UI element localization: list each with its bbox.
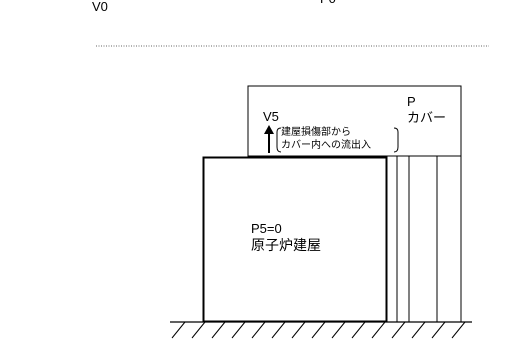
flow-bracket-right [393, 127, 399, 153]
cover-name-label: カバー [407, 110, 447, 125]
flow-text-line1: 建屋損傷部から [281, 127, 351, 138]
ground-hatching [171, 321, 466, 339]
v5-label: V5 [263, 109, 279, 124]
flow-bracket-left [276, 127, 282, 153]
building-name-label: 原子炉建屋 [251, 237, 321, 253]
cover-side-lines [396, 156, 438, 322]
building-pressure-label: P5=0 [251, 221, 282, 236]
v0-label: V0 [92, 0, 108, 14]
p0-label: P0 [320, 0, 336, 5]
cover-pressure-label: P [407, 94, 416, 109]
up-arrow-icon [264, 125, 274, 153]
flow-text-line2: カバー内への流出入 [281, 140, 371, 151]
